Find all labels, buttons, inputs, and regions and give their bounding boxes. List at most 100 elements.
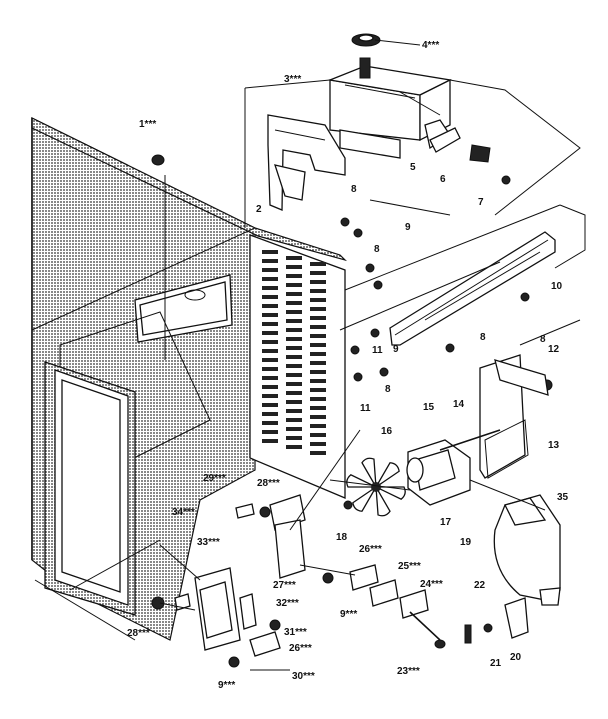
- vent-slot: [310, 316, 326, 320]
- vent-slot: [262, 250, 278, 254]
- vent-slot: [286, 337, 302, 341]
- screws: [151, 154, 553, 668]
- magnetron-assembly: [327, 33, 491, 163]
- fan-blade-vane: [346, 474, 377, 488]
- label-31: 31***: [284, 627, 307, 638]
- fan-motor-bracket: [479, 354, 549, 479]
- fan-blade-vane: [361, 457, 377, 488]
- label-5: 5: [410, 162, 416, 173]
- vent-slot: [262, 322, 278, 326]
- label-26a: 26***: [359, 544, 382, 555]
- label-12: 12: [548, 344, 560, 355]
- label-15: 15: [423, 402, 435, 413]
- vent-slot: [286, 409, 302, 413]
- label-21: 21: [490, 658, 502, 669]
- vent-slot: [262, 331, 278, 335]
- fan-blade-vane: [352, 486, 377, 512]
- channel-rail: [389, 231, 556, 346]
- fan-blade-vane: [375, 486, 406, 500]
- vent-slot: [310, 262, 326, 266]
- label-16: 16: [381, 426, 393, 437]
- vent-slot: [310, 370, 326, 374]
- label-33: 33***: [197, 537, 220, 548]
- label-8e: 8: [385, 384, 391, 395]
- vent-slot: [286, 364, 302, 368]
- label-11a: 11: [372, 345, 383, 356]
- leader-lines: [159, 39, 586, 671]
- vent-slot: [310, 424, 326, 428]
- label-27: 27***: [273, 580, 296, 591]
- vent-slot: [262, 412, 278, 416]
- label-14: 14: [453, 399, 465, 410]
- label-25: 25***: [398, 561, 421, 572]
- label-28a: 28***: [257, 478, 280, 489]
- label-9d: 9***: [218, 680, 235, 691]
- vent-slot: [262, 385, 278, 389]
- vent-slot: [310, 352, 326, 356]
- label-30: 30***: [292, 671, 315, 682]
- label-19: 19: [460, 537, 472, 548]
- label-9c: 9***: [340, 609, 357, 620]
- label-28b: 28***: [127, 628, 150, 639]
- vent-slot: [310, 298, 326, 302]
- vent-slot: [286, 274, 302, 278]
- vent-slot: [262, 430, 278, 434]
- vent-slot: [262, 439, 278, 443]
- vent-slot: [310, 451, 326, 455]
- vent-slot: [262, 295, 278, 299]
- vent-slot: [310, 334, 326, 338]
- vent-slot: [310, 343, 326, 347]
- vent-slot: [262, 358, 278, 362]
- label-6: 6: [440, 174, 446, 185]
- fan-blade-vane: [375, 462, 400, 488]
- label-17: 17: [440, 517, 452, 528]
- label-9b: 9: [393, 344, 399, 355]
- label-24: 24***: [420, 579, 443, 590]
- label-8d: 8: [480, 332, 486, 343]
- label-23: 23***: [397, 666, 420, 677]
- vent-slot: [310, 307, 326, 311]
- label-34: 34***: [172, 507, 195, 518]
- vent-slot: [286, 292, 302, 296]
- vent-slot: [310, 379, 326, 383]
- vent-slot: [286, 445, 302, 449]
- interlock-switch-assembly: [174, 494, 446, 657]
- fan-blade: [346, 457, 406, 517]
- vent-slot: [262, 367, 278, 371]
- label-8c: 8: [540, 334, 546, 345]
- vent-slot: [310, 388, 326, 392]
- vent-slot: [286, 256, 302, 260]
- vent-slot: [262, 421, 278, 425]
- vent-slot: [310, 442, 326, 446]
- label-29: 29***: [203, 473, 226, 484]
- label-9a: 9: [405, 222, 411, 233]
- vent-slot: [286, 265, 302, 269]
- vent-slot: [286, 391, 302, 395]
- vent-slot: [310, 271, 326, 275]
- label-22: 22: [474, 580, 486, 591]
- label-2: 2: [256, 204, 262, 215]
- vent-slot: [286, 310, 302, 314]
- fan-motor: [406, 429, 501, 506]
- label-35: 35: [557, 492, 569, 503]
- vent-slot: [310, 397, 326, 401]
- fan-blade-vane: [375, 486, 391, 517]
- label-4: 4***: [422, 40, 439, 51]
- vent-slot: [286, 427, 302, 431]
- vent-slot: [286, 301, 302, 305]
- vent-slot: [286, 355, 302, 359]
- label-8a: 8: [351, 184, 357, 195]
- label-13: 13: [548, 440, 560, 451]
- vent-slot: [262, 394, 278, 398]
- vented-panel: [249, 234, 346, 499]
- vent-slot: [286, 418, 302, 422]
- label-20: 20: [510, 652, 522, 663]
- vent-slot: [262, 403, 278, 407]
- vent-slot: [310, 361, 326, 365]
- vent-slot: [310, 415, 326, 419]
- vent-slot: [286, 373, 302, 377]
- label-7: 7: [478, 197, 484, 208]
- vent-slot: [262, 277, 278, 281]
- vent-slot: [262, 313, 278, 317]
- label-11b: 11: [360, 403, 371, 414]
